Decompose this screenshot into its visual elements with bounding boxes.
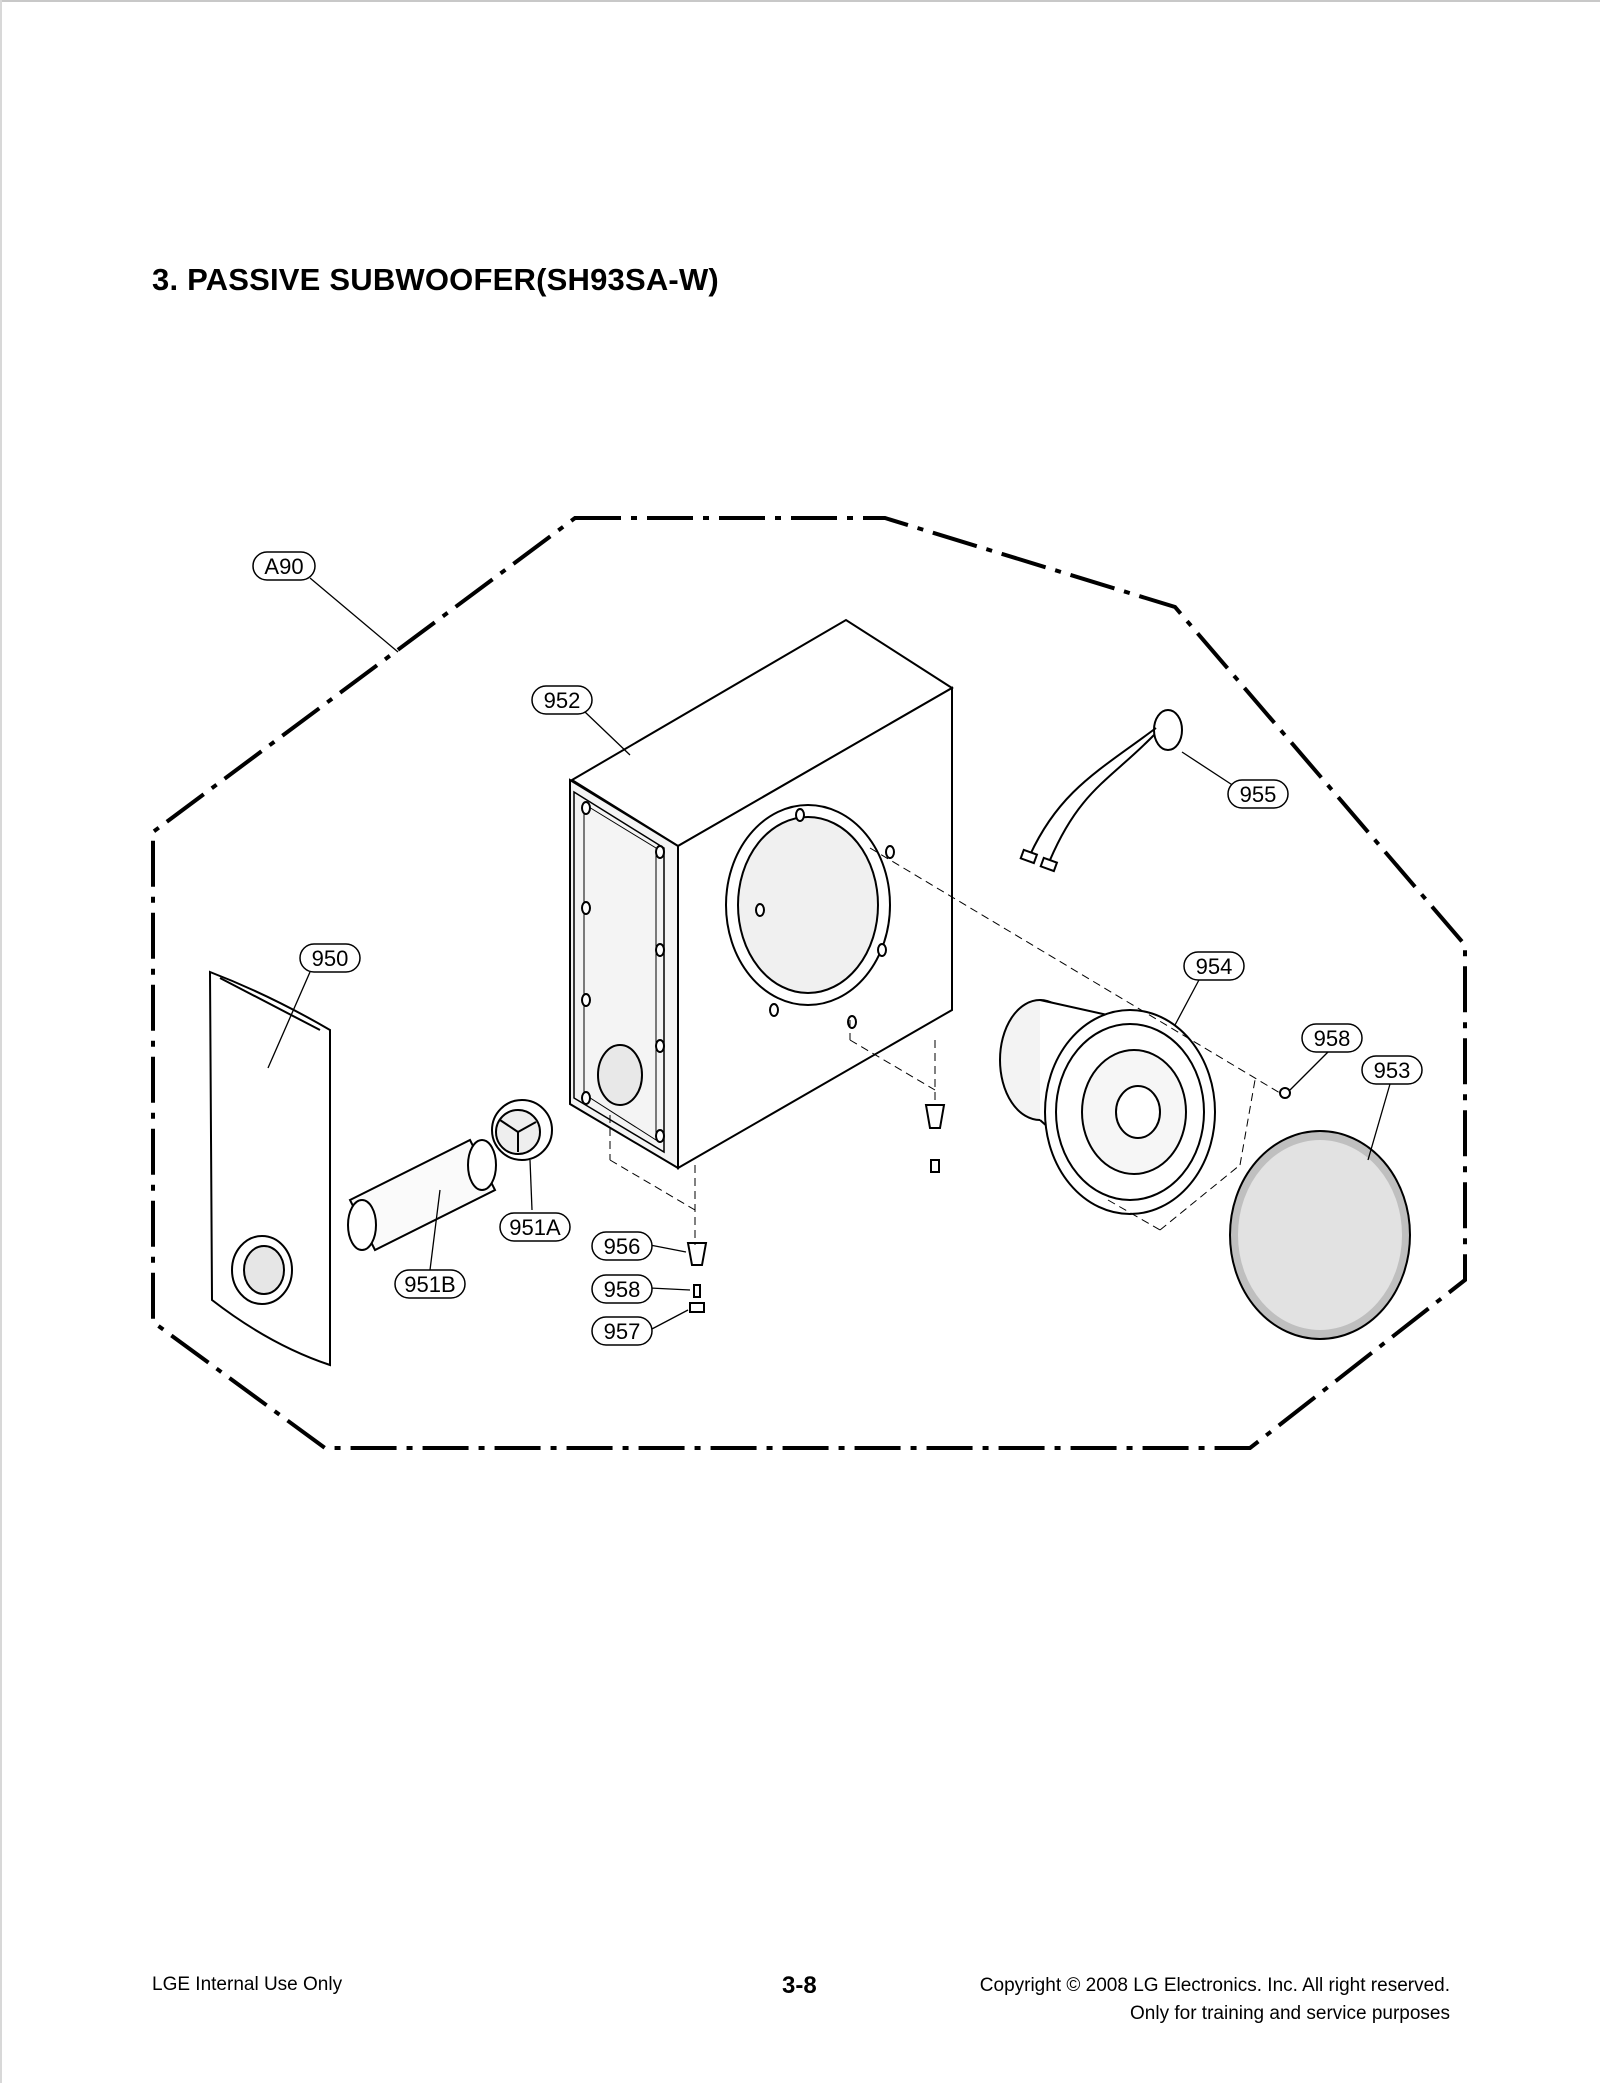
callout-951b: 951B: [394, 1269, 466, 1299]
grille-cover-953: [1229, 1130, 1411, 1340]
construction-lines: [609, 847, 1281, 1245]
cabinet-952: [569, 618, 954, 1170]
callout-label-958-foot: 958: [604, 1277, 641, 1302]
callout-label-953: 953: [1374, 1058, 1411, 1083]
purpose-line: Only for training and service purposes: [1130, 2003, 1450, 2024]
screw-958: [1279, 1087, 1291, 1099]
callout-label-954: 954: [1196, 954, 1233, 979]
callout-954: 954: [1183, 951, 1245, 981]
foot-spike-956: [686, 1242, 708, 1313]
callout-957: 957: [591, 1316, 653, 1346]
wire-harness-955: [1019, 709, 1183, 873]
footer-internal-use: LGE Internal Use Only: [152, 1974, 343, 1995]
callout-label-951b: 951B: [404, 1272, 455, 1297]
page-title: 3. PASSIVE SUBWOOFER(SH93SA-W): [152, 262, 719, 297]
assembly-boundary-a90: [151, 516, 1467, 1450]
callout-label-957: 957: [604, 1319, 641, 1344]
callout-label-956: 956: [604, 1234, 641, 1259]
leader-lines: [267, 577, 1391, 1331]
front-grille-950: [208, 970, 331, 1367]
callout-955: 955: [1227, 779, 1289, 809]
callout-951a: 951A: [499, 1212, 571, 1242]
page-left-border: [0, 0, 2, 2083]
port-tube-951b: [347, 1138, 497, 1252]
page-number: 3-8: [782, 1972, 817, 1999]
callout-label-950: 950: [312, 946, 349, 971]
callout-953: 953: [1361, 1055, 1423, 1085]
woofer-954: [999, 999, 1216, 1215]
callout-label-a90: A90: [264, 554, 303, 579]
callout-label-952: 952: [544, 688, 581, 713]
port-flange-951a: [491, 1099, 553, 1161]
callout-958-woofer: 958: [1301, 1023, 1363, 1053]
callout-a90: A90: [252, 551, 316, 581]
foot-spike-rear: [924, 1104, 946, 1173]
callout-label-958-woofer: 958: [1314, 1026, 1351, 1051]
callout-label-955: 955: [1240, 782, 1277, 807]
callout-950: 950: [299, 943, 361, 973]
page-top-border: [0, 0, 1600, 2]
callout-label-951a: 951A: [509, 1215, 561, 1240]
callout-958-foot: 958: [591, 1274, 653, 1304]
callout-956: 956: [591, 1231, 653, 1261]
footer-copyright: Copyright © 2008 LG Electronics. Inc. Al…: [980, 1972, 1450, 2028]
callout-952: 952: [531, 685, 593, 715]
copyright-line: Copyright © 2008 LG Electronics. Inc. Al…: [979, 1975, 1450, 1996]
